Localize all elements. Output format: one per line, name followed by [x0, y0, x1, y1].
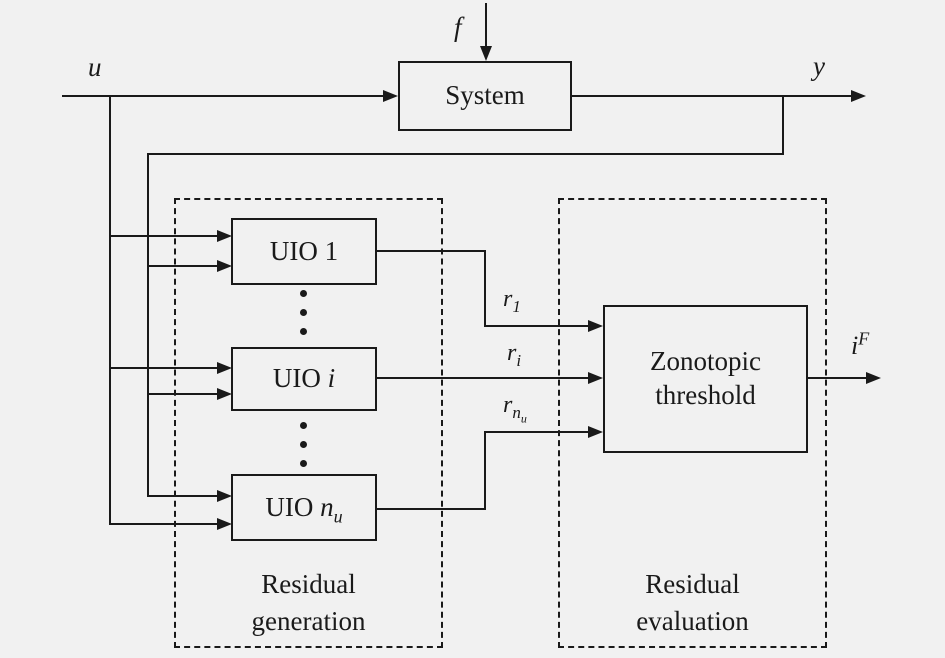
- arrowhead-right-icon: [217, 230, 232, 242]
- signal-label-rnu: rnu: [503, 392, 527, 426]
- system-block-label: System: [445, 80, 525, 111]
- arrowhead-right-icon: [588, 426, 603, 438]
- signal-label-ri: ri: [507, 340, 522, 370]
- uio-i-block-label: UIO i: [272, 363, 336, 394]
- uio-1-block-label: UIO 1: [269, 235, 339, 266]
- uionu-input-y-line: [148, 495, 219, 497]
- uio1-input-u-line: [110, 235, 219, 237]
- rnu-line-h1: [377, 508, 486, 510]
- signal-label-u: u: [88, 52, 102, 82]
- f-input-line: [485, 3, 487, 47]
- arrowhead-right-icon: [217, 490, 232, 502]
- residual-generation-caption: Residual generation: [251, 569, 366, 636]
- uio1-input-y-line: [148, 265, 219, 267]
- arrowhead-right-icon: [851, 90, 866, 102]
- arrowhead-right-icon: [588, 320, 603, 332]
- signal-label-iF: iF: [851, 328, 870, 360]
- r1-line-v: [484, 250, 486, 327]
- vertical-ellipsis-icon: [296, 422, 310, 467]
- u-branch-line: [109, 95, 111, 525]
- y-output-line: [572, 95, 853, 97]
- residual-evaluation-region: [558, 198, 827, 648]
- rnu-line-v: [484, 431, 486, 510]
- y-feedback-drop-line: [782, 95, 784, 155]
- rnu-line-h2: [484, 431, 589, 433]
- r1-line-h1: [377, 250, 486, 252]
- zonotopic-threshold-block: Zonotopic threshold: [603, 305, 808, 453]
- uionu-input-u-line: [110, 523, 219, 525]
- uio-i-block: UIO i: [231, 347, 377, 411]
- arrowhead-right-icon: [383, 90, 398, 102]
- signal-label-r1: r1: [503, 286, 521, 316]
- signal-label-f: f: [454, 12, 462, 42]
- system-block: System: [398, 61, 572, 131]
- arrowhead-right-icon: [217, 260, 232, 272]
- arrowhead-right-icon: [217, 518, 232, 530]
- signal-label-y: y: [813, 51, 825, 81]
- y-branch-line: [147, 153, 149, 497]
- arrowhead-right-icon: [217, 388, 232, 400]
- uio-nu-block-label: UIO nu: [265, 491, 343, 527]
- uio-nu-block: UIO nu: [231, 474, 377, 541]
- r1-line-h2: [484, 325, 589, 327]
- uio-1-block: UIO 1: [231, 218, 377, 285]
- arrowhead-right-icon: [217, 362, 232, 374]
- uioi-input-y-line: [148, 393, 219, 395]
- zonotopic-threshold-label: Zonotopic threshold: [650, 346, 761, 410]
- arrowhead-right-icon: [588, 372, 603, 384]
- arrowhead-right-icon: [866, 372, 881, 384]
- arrowhead-down-icon: [480, 46, 492, 61]
- residual-generation-region: [174, 198, 443, 648]
- y-feedback-line: [148, 153, 784, 155]
- ri-line: [377, 377, 589, 379]
- u-input-line: [62, 95, 385, 97]
- residual-evaluation-caption: Residual evaluation: [636, 569, 749, 636]
- uioi-input-u-line: [110, 367, 219, 369]
- vertical-ellipsis-icon: [296, 290, 310, 335]
- fault-index-line: [808, 377, 868, 379]
